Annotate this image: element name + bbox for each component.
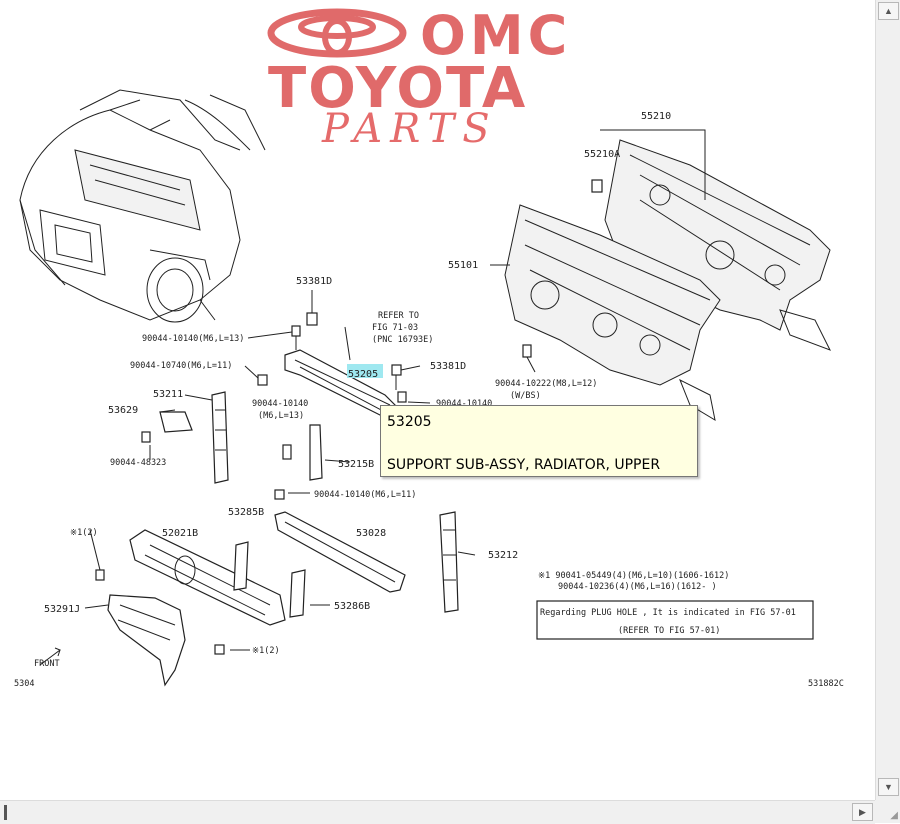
regarding-note-box xyxy=(536,600,814,640)
label-53215B: 53215B xyxy=(338,459,374,470)
label-img-code: 531882C xyxy=(808,679,844,689)
label-53212: 53212 xyxy=(488,550,518,561)
label-regarding-1: Regarding PLUG HOLE , It is indicated in… xyxy=(540,608,796,618)
logo-omc: OMC xyxy=(420,4,572,67)
scroll-right-button[interactable]: ▶ xyxy=(852,803,873,821)
leader-lines xyxy=(84,331,476,651)
hotspot-label: 53205 xyxy=(348,369,379,380)
label-55210A: 55210A xyxy=(584,149,620,160)
label-53285B: 53285B xyxy=(228,507,264,518)
toyota-emblem-icon xyxy=(267,8,407,58)
label-refer-3: (PNC 16793E) xyxy=(372,335,433,345)
logo-toyota: TOYOTA xyxy=(268,56,528,121)
diagram-viewport: 55210 55210A 55101 53381D REFER TO FIG 7… xyxy=(14,4,844,689)
label-bolt-center-2a: 90044-10140 xyxy=(252,399,308,409)
label-53028: 53028 xyxy=(356,528,386,539)
label-bolt-center: 90044-10140 xyxy=(436,399,492,409)
label-53381D-top: 53381D xyxy=(296,276,332,287)
scrollbar-corner: ◢ xyxy=(875,800,900,823)
part-hotspot-53205[interactable]: 53205 xyxy=(347,364,383,380)
label-note-1: ※1 90041-05449(4)(M6,L=10)(1606-1612) xyxy=(538,571,729,581)
label-bolt-left-1: 90044-10140(M6,L=13) xyxy=(142,334,244,344)
vertical-scrollbar[interactable]: ▲ ▼ xyxy=(875,0,900,800)
label-55210: 55210 xyxy=(641,111,671,122)
car-front-illustration xyxy=(19,89,266,323)
logo-parts: PARTS xyxy=(322,106,498,152)
scroll-up-button[interactable]: ▲ xyxy=(878,2,899,20)
tooltip-description: SUPPORT SUB-ASSY, RADIATOR, UPPER xyxy=(387,457,661,473)
label-53291J: 53291J xyxy=(44,604,80,615)
label-star-1: ※1(2) xyxy=(70,528,98,538)
label-bolt-lower: 90044-10140(M6,L=11) xyxy=(314,490,416,500)
label-front: FRONT xyxy=(34,659,60,669)
label-52021B: 52021B xyxy=(162,528,198,539)
label-53286B: 53286B xyxy=(334,601,370,612)
label-bolt-left-2: 90044-10740(M6,L=11) xyxy=(130,361,232,371)
label-star-2: ※1(2) xyxy=(252,646,280,656)
label-53381D-right: 53381D xyxy=(430,361,466,372)
label-55101: 55101 xyxy=(448,260,478,271)
label-note-2: 90044-10236(4)(M6,L=16)(1612- ) xyxy=(558,582,717,592)
label-90044-48323: 90044-48323 xyxy=(110,458,166,468)
horizontal-scroll-thumb[interactable] xyxy=(4,805,7,820)
label-bolt-right-1b: (W/BS) xyxy=(510,391,541,401)
tooltip-part-number: 53205 xyxy=(387,414,432,430)
parts-diagram: 55210 55210A 55101 53381D REFER TO FIG 7… xyxy=(14,89,844,689)
left-side-parts xyxy=(141,374,323,500)
scroll-down-button[interactable]: ▼ xyxy=(878,778,899,796)
label-bolt-center-2b: (M6,L=13) xyxy=(258,411,304,421)
resize-grip-icon[interactable]: ◢ xyxy=(890,810,898,821)
label-53211: 53211 xyxy=(153,389,183,400)
cowl-panels xyxy=(490,129,832,422)
label-53629: 53629 xyxy=(108,405,138,416)
horizontal-scrollbar[interactable]: ▶ xyxy=(0,800,875,824)
label-fig-code: 5304 xyxy=(14,679,34,689)
lower-parts xyxy=(39,511,459,687)
label-regarding-2: (REFER TO FIG 57-01) xyxy=(618,626,720,636)
label-refer-2: FIG 71-03 xyxy=(372,323,418,333)
label-bolt-right-1: 90044-10222(M8,L=12) xyxy=(495,379,597,389)
label-refer-1: REFER TO xyxy=(378,311,419,321)
part-tooltip: 53205 SUPPORT SUB-ASSY, RADIATOR, UPPER xyxy=(380,405,698,477)
